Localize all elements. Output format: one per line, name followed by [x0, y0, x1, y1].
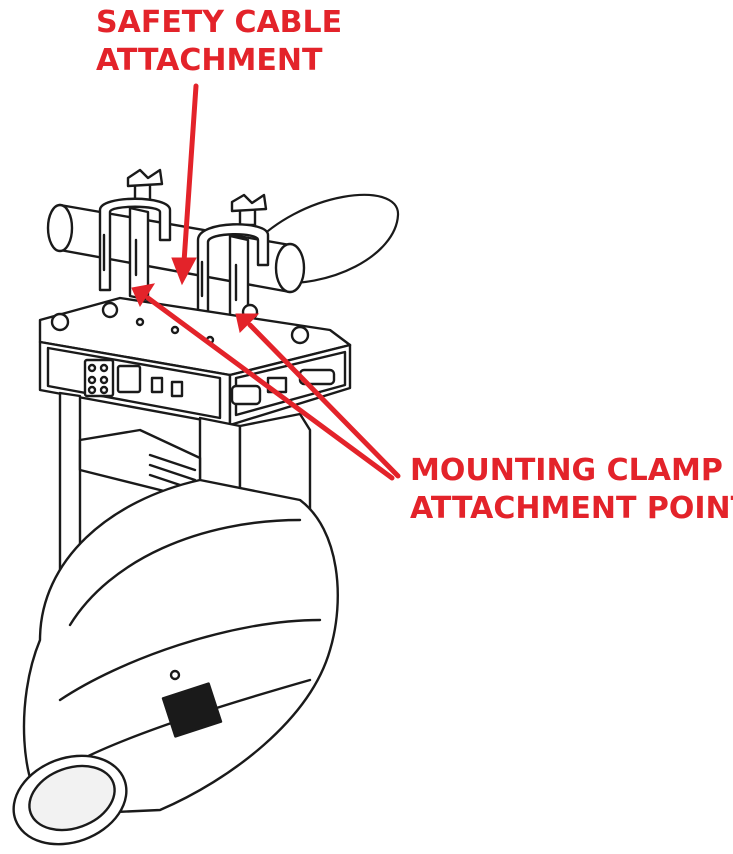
safety-cable-callout-line1: SAFETY CABLE — [96, 5, 343, 40]
mounting-clamp-arrow-left — [131, 283, 395, 481]
mounting-clamp-callout-line1: MOUNTING CLAMP — [410, 453, 723, 488]
mounting-clamp-arrow-right — [235, 313, 401, 479]
mounting-clamp-callout-line2: ATTACHMENT POINT — [410, 491, 733, 526]
safety-cable-callout-line2: ATTACHMENT — [96, 43, 323, 78]
safety-cable — [246, 193, 400, 285]
mounting-clamp-callout: MOUNTING CLAMP ATTACHMENT POINT — [410, 452, 733, 528]
head-body — [22, 478, 339, 817]
safety-cable-arrow — [171, 83, 199, 286]
head-lens — [12, 754, 128, 846]
clamp-right — [196, 193, 270, 324]
clamp-left — [98, 168, 172, 302]
base-housing — [38, 340, 352, 427]
safety-cable-callout: SAFETY CABLE ATTACHMENT — [96, 4, 342, 80]
